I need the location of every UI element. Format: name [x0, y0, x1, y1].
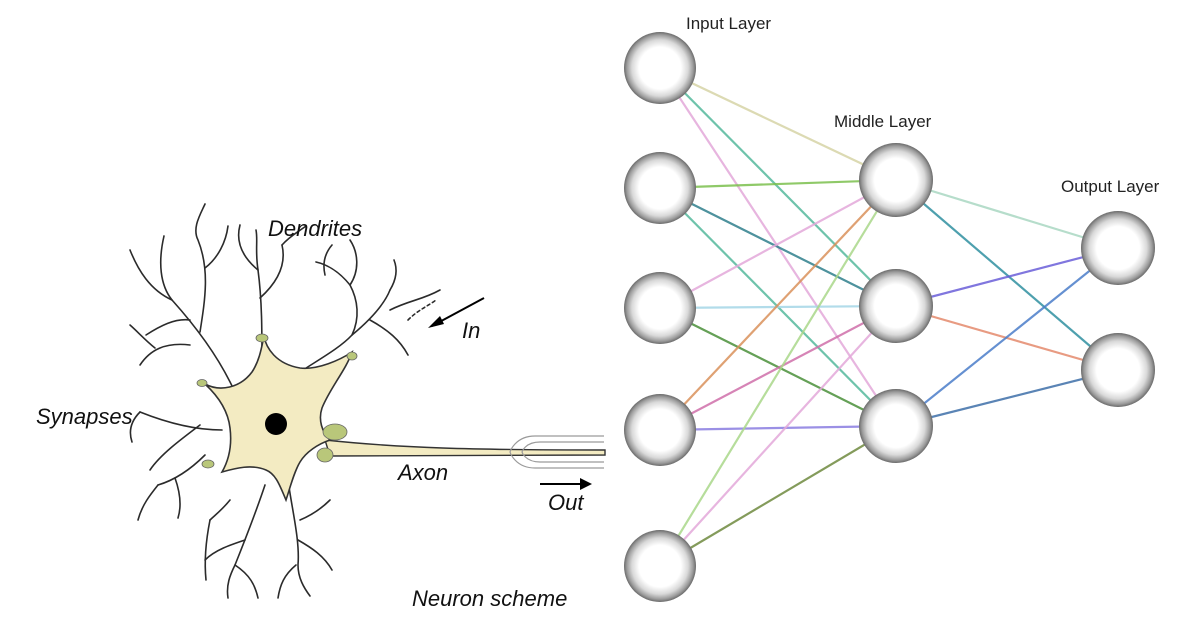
connection-line — [659, 179, 897, 567]
connections — [659, 67, 1119, 567]
out-arrow-icon — [540, 478, 592, 490]
input-node — [624, 272, 696, 344]
connection-line — [659, 67, 897, 181]
dendrite-branches — [129, 203, 441, 599]
output-node — [1081, 333, 1155, 407]
output-node — [1081, 211, 1155, 285]
middle-layer — [859, 143, 933, 463]
connection-line — [659, 67, 897, 307]
connection-line — [895, 368, 1119, 428]
axon-label: Axon — [396, 460, 448, 485]
neuron-scheme-caption: Neuron scheme — [412, 586, 567, 611]
connection-line — [659, 178, 897, 190]
input-layer-label: Input Layer — [686, 14, 771, 33]
connection-line — [895, 246, 1119, 308]
connection-line — [659, 305, 897, 567]
neuron-illustration: Dendrites In Synapses Axon Out Neuron sc… — [36, 203, 606, 611]
connection-line — [659, 187, 897, 307]
input-node — [624, 32, 696, 104]
out-label: Out — [548, 490, 584, 515]
input-node — [624, 152, 696, 224]
middle-node — [859, 269, 933, 343]
connection-line — [659, 305, 897, 431]
synapses-label: Synapses — [36, 404, 133, 429]
axon — [324, 439, 606, 457]
connection-line — [895, 247, 1119, 427]
input-node — [624, 530, 696, 602]
artificial-network: Input Layer Middle Layer Output Layer — [624, 14, 1160, 602]
output-layer — [1081, 211, 1155, 407]
middle-layer-label: Middle Layer — [834, 112, 932, 131]
connection-line — [659, 179, 897, 431]
input-node — [624, 394, 696, 466]
middle-node — [859, 143, 933, 217]
connection-line — [895, 179, 1119, 371]
synapses — [196, 333, 358, 469]
output-layer-label: Output Layer — [1061, 177, 1160, 196]
connection-line — [659, 425, 897, 567]
connection-line — [895, 178, 1119, 250]
axon-terminal — [509, 435, 604, 469]
dendrites-label: Dendrites — [268, 216, 362, 241]
nucleus — [265, 413, 287, 435]
connection-line — [659, 179, 897, 309]
in-arrow-icon — [428, 297, 485, 328]
middle-node — [859, 389, 933, 463]
connection-line — [659, 304, 897, 310]
input-layer — [624, 32, 696, 602]
in-label: In — [462, 318, 480, 343]
connection-line — [659, 424, 897, 432]
